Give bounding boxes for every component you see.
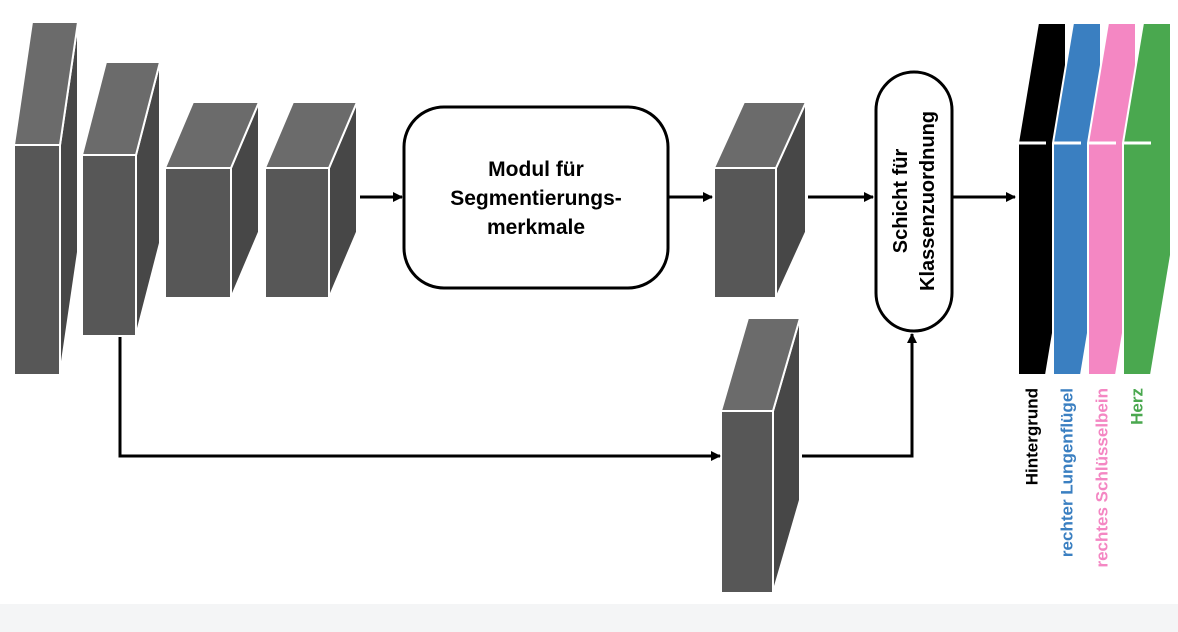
feature-module-line-1: Modul für — [488, 158, 584, 181]
classification-layer-line-1: Schicht für — [890, 149, 912, 254]
output-map-4-shape — [1122, 22, 1172, 376]
skip-connection-arrow — [118, 337, 721, 461]
classification-layer-box — [874, 70, 954, 333]
skip-block-front — [720, 410, 774, 594]
bottom-band — [0, 604, 1178, 632]
skip-block — [719, 317, 802, 594]
decoder-block-front — [713, 167, 777, 299]
encoder-block-3-front — [164, 167, 232, 299]
arrow-skip-to-classifier — [802, 333, 917, 458]
output-label-2: rechter Lungenflügel — [1058, 388, 1077, 557]
encoder-block-4 — [263, 101, 359, 299]
output-label-3: rechtes Schlüsselbein — [1093, 388, 1112, 568]
output-label-1: Hintergrund — [1023, 388, 1042, 485]
feature-module-box — [402, 105, 670, 290]
feature-module-line-2: Segmentierungs- — [450, 187, 622, 210]
output-map-4 — [1122, 22, 1172, 376]
encoder-block-1-front — [13, 144, 61, 376]
output-label-4: Herz — [1128, 388, 1147, 425]
encoder-block-1 — [12, 21, 80, 376]
encoder-block-3 — [163, 101, 261, 299]
classification-layer-line-2: Klassenzuordnung — [917, 111, 939, 291]
feature-module-line-3: merkmale — [487, 216, 585, 239]
encoder-block-4-front — [264, 167, 330, 299]
encoder-block-2 — [80, 61, 162, 337]
decoder-block — [712, 101, 808, 299]
encoder-block-2-front — [81, 154, 137, 337]
